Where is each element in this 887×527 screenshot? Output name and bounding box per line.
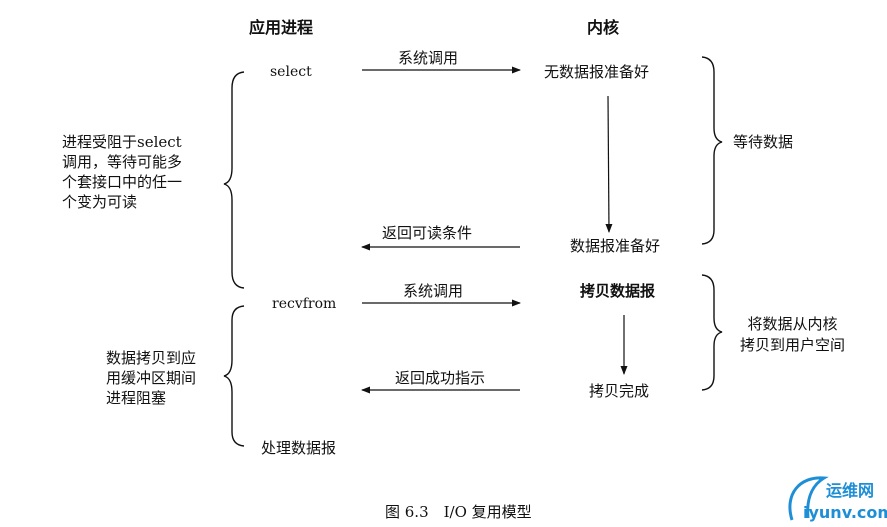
header-kernel: 内核 <box>587 18 620 37</box>
note-blocked-during-copy: 数据拷贝到应 用缓冲区期间 进程阻塞 <box>106 349 197 407</box>
figure-caption: 图 6.3 I/O 复用模型 <box>385 503 532 521</box>
right-brace-copy <box>701 274 723 391</box>
note-copy-to-user: 将数据从内核 拷贝到用户空间 <box>740 315 846 354</box>
kernel-data-ready: 数据报准备好 <box>570 237 661 255</box>
kernel-copy-done: 拷贝完成 <box>589 382 650 400</box>
left-brace-copy <box>223 305 245 447</box>
left-brace-select <box>223 71 245 289</box>
watermark-logo-swoosh <box>788 476 829 521</box>
watermark-cn: 运维网 <box>826 481 875 500</box>
app-call-recvfrom: recvfrom <box>272 296 337 312</box>
header-app-process: 应用进程 <box>249 18 314 37</box>
arrow-kernel-wait <box>605 95 613 233</box>
watermark-url: iyunv.com <box>803 503 887 522</box>
note-blocked-on-select: 进程受阻于select 调用，等待可能多 个套接口中的任一 个变为可读 <box>62 133 183 211</box>
label-syscall-1: 系统调用 <box>398 49 459 67</box>
label-return-ok: 返回成功指示 <box>395 369 486 387</box>
note-wait-for-data: 等待数据 <box>733 133 794 151</box>
app-process-datagram: 处理数据报 <box>261 439 337 457</box>
app-call-select: select <box>270 64 312 80</box>
right-brace-wait <box>701 56 723 245</box>
kernel-copy-datagram: 拷贝数据报 <box>580 282 656 300</box>
label-syscall-2: 系统调用 <box>403 282 464 300</box>
label-return-readable: 返回可读条件 <box>382 224 473 242</box>
kernel-no-data-ready: 无数据报准备好 <box>544 63 650 81</box>
